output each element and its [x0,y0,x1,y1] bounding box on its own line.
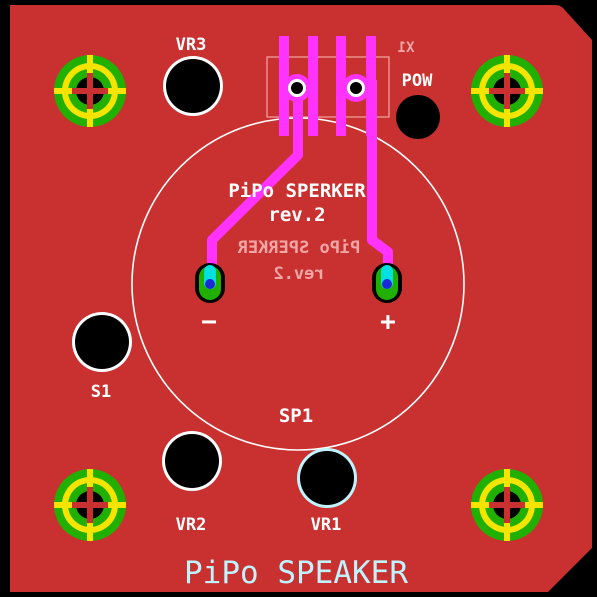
board-title: PiPo SPEAKER [184,555,408,591]
vr3-hole [163,56,223,116]
connector-pad-2 [342,74,370,102]
trace-minus [207,95,303,280]
label-vr1: VR1 [311,515,342,535]
mounting-hole-bottom-right [471,469,543,541]
label-sp1: SP1 [279,405,313,427]
connector-outline [266,56,390,118]
label-top-line2: rev.2 [268,204,325,226]
label-vr2: VR2 [176,515,207,535]
vr1-hole [297,448,357,508]
speaker-pad-plus [372,263,402,303]
mounting-hole-bottom-left [54,469,126,541]
mounting-hole-top-left [54,55,126,127]
label-top-line1: PiPo SPERKER [228,180,366,202]
speaker-pad-minus [195,263,225,303]
connector-pad-1 [283,74,311,102]
label-mirror-line1: PiPo SPERKER [237,238,361,258]
label-plus: + [380,307,396,337]
label-vr3: VR3 [176,35,207,55]
label-minus: − [201,307,217,337]
label-x1: X1 [398,40,415,56]
board-outline [10,5,592,592]
pow-led-hole [396,95,440,139]
mounting-hole-top-right [471,55,543,127]
vr2-hole [162,431,222,491]
label-mirror-line2: rev.2 [273,264,324,284]
label-s1: S1 [91,382,111,402]
s1-hole [72,312,132,372]
label-pow: POW [402,71,433,91]
